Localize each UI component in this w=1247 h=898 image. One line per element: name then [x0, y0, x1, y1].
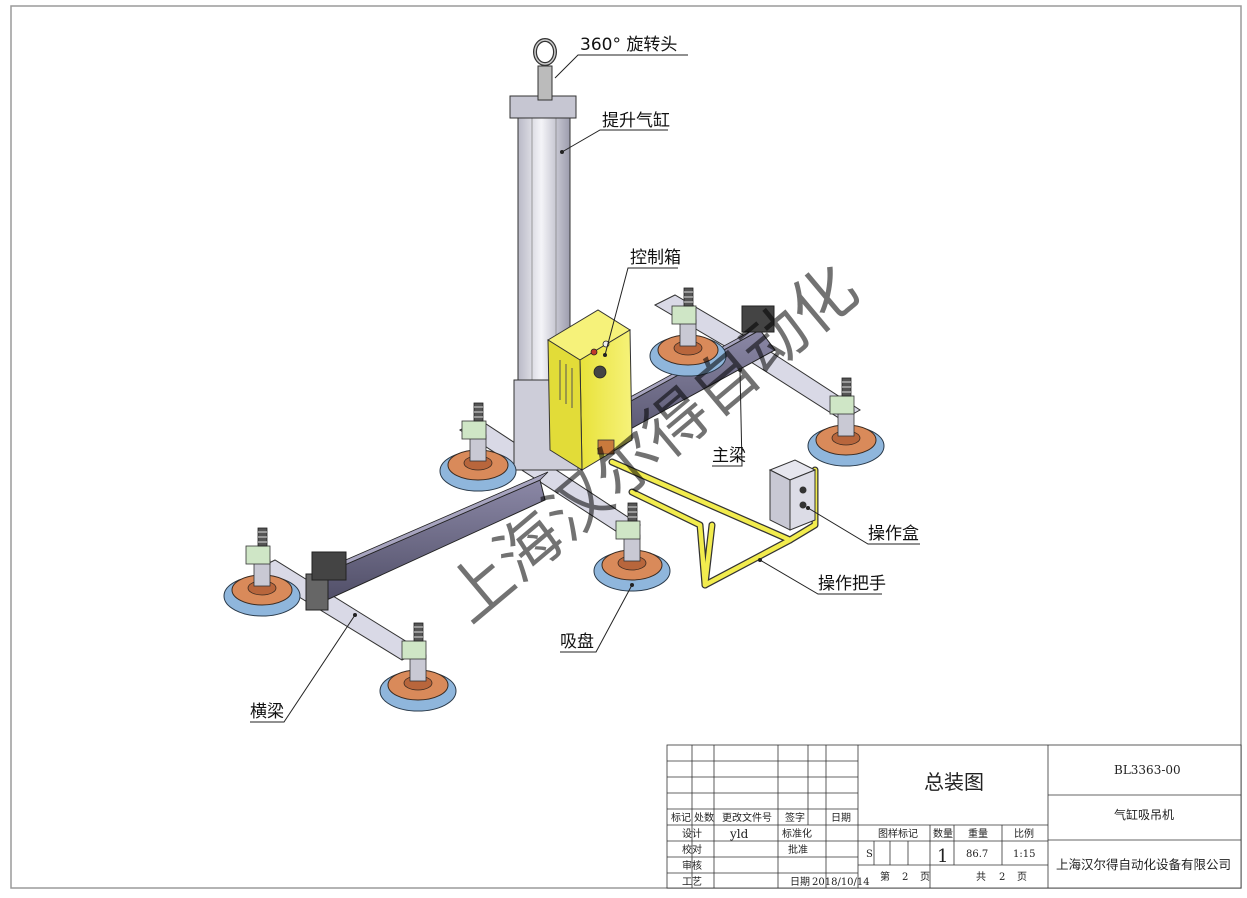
tb-review-label: 审核 — [682, 859, 702, 872]
tb-design-label: 设计 — [682, 827, 702, 840]
machine-illustration — [223, 38, 885, 712]
tb-standardization-label: 标准化 — [782, 827, 812, 840]
tb-weight-label: 重量 — [968, 827, 988, 840]
tb-header-date: 日期 — [831, 812, 851, 824]
tb-stage-mark-value: S — [866, 849, 873, 860]
callout-lift-cylinder: 提升气缸 — [602, 110, 670, 131]
tb-scale-value: 1:15 — [1013, 849, 1035, 860]
operation-box — [768, 459, 817, 531]
callout-suction-cup: 吸盘 — [560, 632, 594, 652]
tb-header-mark: 标记 — [671, 812, 691, 824]
tb-check-label: 校对 — [682, 843, 702, 856]
callout-operation-handle: 操作把手 — [818, 574, 886, 594]
callout-cross-beam: 横梁 — [250, 702, 284, 722]
callout-main-beam: 主梁 — [712, 446, 746, 466]
tb-date-label: 日期 — [790, 876, 810, 888]
tb-page-total: 2 — [999, 872, 1005, 883]
tb-drawing-title: 总装图 — [924, 770, 984, 794]
callouts — [250, 54, 920, 723]
tb-total-prefix: 共 — [976, 871, 986, 883]
tb-weight-value: 86.7 — [966, 849, 988, 860]
tb-total-suffix: 页 — [1017, 871, 1027, 883]
tb-header-count: 处数 — [694, 811, 714, 824]
tb-page-suffix: 页 — [920, 871, 930, 883]
tb-process-label: 工艺 — [682, 876, 702, 888]
tb-product-name: 气缸吸吊机 — [1114, 807, 1174, 822]
tb-stage-mark-label: 图样标记 — [878, 827, 918, 840]
tb-quantity-value: 1 — [937, 846, 948, 867]
tb-design-value: yld — [729, 827, 749, 841]
tb-header-change-doc: 更改文件号 — [722, 811, 772, 824]
tb-header-signature: 签字 — [785, 811, 805, 824]
tb-approve-label: 批准 — [788, 843, 808, 856]
callout-control-box: 控制箱 — [630, 248, 681, 268]
tb-quantity-label: 数量 — [933, 827, 953, 840]
tb-scale-label: 比例 — [1014, 827, 1034, 840]
rotating-head — [533, 38, 557, 101]
control-box — [547, 309, 633, 471]
callout-rotating-head: 360° 旋转头 — [580, 35, 677, 55]
drawing-frame — [10, 5, 1242, 889]
callout-operation-box: 操作盒 — [868, 524, 919, 544]
tb-page-current: 2 — [902, 872, 908, 883]
tb-drawing-no: BL3363-00 — [1114, 763, 1181, 777]
tb-date-value: 2018/10/14 — [812, 877, 870, 888]
tb-company: 上海汉尔得自动化设备有限公司 — [1056, 857, 1231, 872]
tb-page-prefix: 第 — [880, 870, 890, 883]
title-block — [666, 744, 1242, 889]
